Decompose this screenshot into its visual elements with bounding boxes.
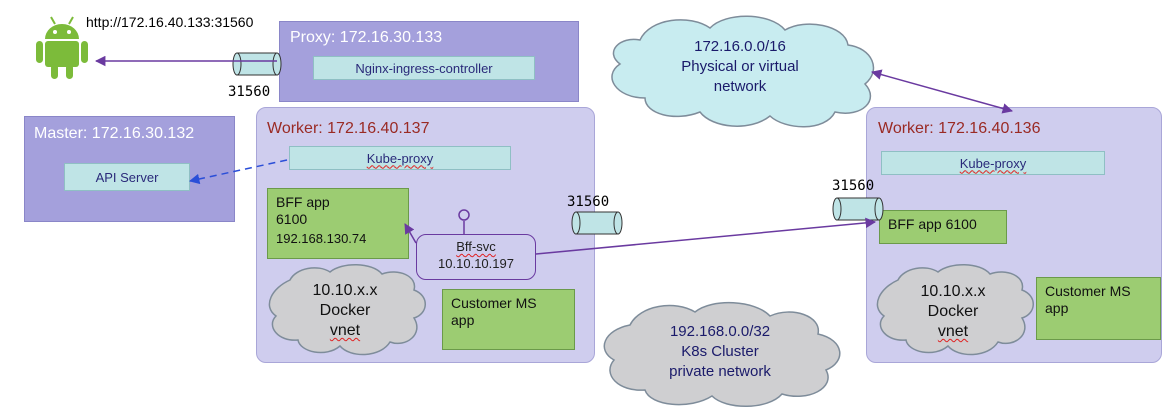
worker-node-137: Worker: 172.16.40.137 Kube-proxy BFF app… — [256, 107, 595, 363]
customer-ms-label: Customer MS — [451, 295, 537, 311]
customer-ms-sub: app — [451, 312, 475, 328]
port-label-worker2: 31560 — [832, 178, 875, 194]
port-cylinder-worker1 — [571, 211, 623, 235]
svc-to-bff-worker1-arrow — [404, 223, 417, 244]
bff-svc-label: Bff-svc — [456, 239, 496, 254]
bff-app-label: BFF app 6100 — [888, 216, 977, 232]
physical-network-desc: Physical or virtual — [681, 58, 799, 75]
android-icon — [36, 16, 88, 79]
cluster-network-cidr: 192.168.0.0/32 — [669, 323, 771, 340]
physical-network-cloud — [611, 15, 875, 128]
customer-ms-app-worker1: Customer MS app — [442, 289, 575, 350]
vnet-label: vnet — [329, 322, 361, 339]
bff-app-worker2: BFF app 6100 — [879, 210, 1007, 244]
cluster-network-label: 192.168.0.0/32 K8s Cluster private netwo… — [620, 322, 820, 382]
docker-vnet-cloud-worker1 — [268, 264, 426, 356]
bff-svc: Bff-svc 10.10.10.197 — [416, 234, 536, 280]
physical-network-desc2: network — [713, 78, 767, 95]
bff-svc-ip: 10.10.10.197 — [438, 256, 514, 271]
bff-app-label: BFF app — [276, 194, 330, 210]
worker2-title: Worker: 172.16.40.136 — [878, 120, 1041, 137]
docker-vnet-cloud-worker2 — [876, 264, 1034, 356]
nginx-ingress-controller: Nginx-ingress-controller — [313, 56, 535, 80]
docker-vnet-label-worker1: 10.10.x.x Docker vnet — [290, 281, 400, 341]
bff-app-ip: 192.168.130.74 — [276, 231, 367, 246]
port-label-worker1: 31560 — [567, 194, 610, 210]
vnet-label: vnet — [937, 323, 969, 340]
customer-ms-sub: app — [1045, 300, 1069, 316]
bff-app-port: 6100 — [276, 211, 308, 227]
master-node: Master: 172.16.30.132 API Server — [24, 116, 235, 222]
port-cylinder-worker2 — [832, 197, 884, 221]
api-server: API Server — [64, 163, 190, 191]
cluster-network-desc: K8s Cluster — [681, 343, 759, 360]
kube-proxy-worker2: Kube-proxy — [881, 151, 1105, 175]
physical-network-label: 172.16.0.0/16 Physical or virtual networ… — [640, 37, 840, 97]
bff-app-worker1: BFF app 6100 192.168.130.74 — [267, 188, 409, 259]
worker1-title: Worker: 172.16.40.137 — [267, 120, 430, 137]
port-label-proxy: 31560 — [228, 84, 271, 100]
physical-network-cidr: 172.16.0.0/16 — [694, 38, 786, 55]
kube-proxy-label: Kube-proxy — [959, 155, 1027, 171]
svc-endpoint-icon — [458, 209, 470, 234]
customer-ms-label: Customer MS — [1045, 283, 1131, 299]
network-to-worker2-arrow — [870, 69, 1014, 114]
kube-proxy-to-api-arrow — [188, 159, 288, 185]
docker-label: Docker — [927, 303, 979, 320]
docker-subnet: 10.10.x.x — [312, 282, 378, 299]
port-cylinder-proxy — [232, 52, 282, 76]
svc-to-bff-worker2-arrow — [535, 217, 877, 255]
kube-proxy-worker1: Kube-proxy — [289, 146, 511, 170]
docker-vnet-label-worker2: 10.10.x.x Docker vnet — [898, 282, 1008, 342]
docker-label: Docker — [319, 302, 371, 319]
proxy-node: Proxy: 172.16.30.133 Nginx-ingress-contr… — [279, 21, 579, 102]
proxy-title: Proxy: 172.16.30.133 — [290, 29, 443, 46]
kube-proxy-label: Kube-proxy — [366, 150, 434, 166]
docker-subnet: 10.10.x.x — [920, 283, 986, 300]
customer-ms-app-worker2: Customer MS app — [1036, 277, 1161, 340]
master-title: Master: 172.16.30.132 — [34, 125, 195, 142]
url-label: http://172.16.40.133:31560 — [86, 14, 254, 30]
cluster-network-desc2: private network — [669, 363, 771, 380]
cluster-network-cloud — [603, 302, 841, 407]
